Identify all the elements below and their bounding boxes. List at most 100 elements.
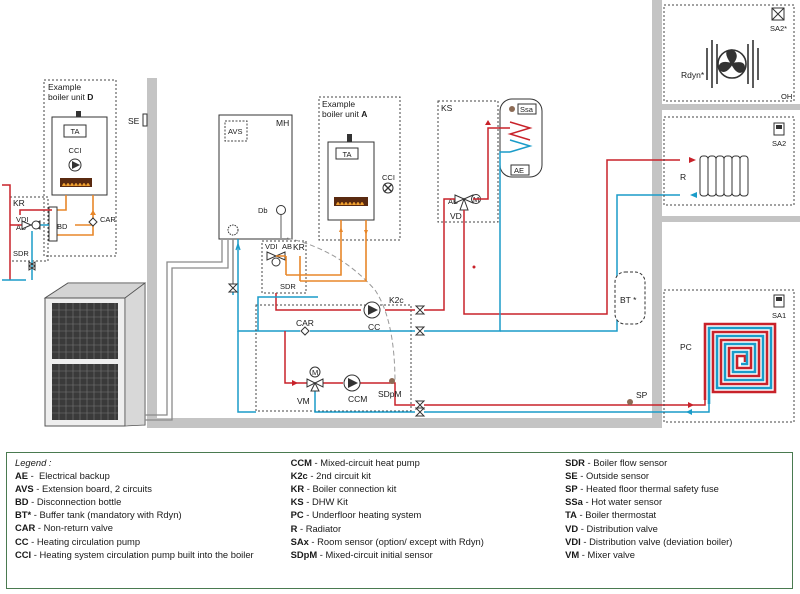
legend-code: SDpM (290, 548, 318, 560)
legend-code: CC (15, 535, 29, 547)
kr-center-label: KR (293, 242, 305, 252)
kr-left-pipes (2, 184, 52, 281)
ssa-label: Ssa (520, 105, 534, 114)
legend-separator: - (33, 483, 42, 495)
legend-separator: - (303, 496, 312, 508)
legend-code: CAR (15, 522, 36, 534)
ccm-label: CCM (348, 394, 367, 404)
vd-ab-label: AB (448, 197, 458, 206)
fan-grille-upper (52, 303, 118, 359)
legend-code: SSa (565, 496, 583, 508)
cc-label: CC (368, 322, 380, 332)
legend-entry: SAx - Room sensor (option/ except with R… (291, 535, 566, 548)
legend-description: Radiator (305, 522, 342, 534)
legend-separator: - (577, 470, 586, 482)
legend-entry: VDI - Distribution valve (deviation boil… (565, 535, 784, 548)
car-center: CAR (296, 318, 314, 336)
legend-entry: KS - DHW Kit (291, 495, 566, 508)
legend-code: AVS (15, 483, 34, 495)
outside-sensor: SE (128, 113, 148, 127)
legend-entry: CAR - Non-return valve (15, 521, 291, 534)
legend-code: PC (290, 509, 304, 521)
legend-description: Distribution valve (586, 522, 658, 534)
boiler-a-cci-label: CCI (382, 173, 395, 182)
legend-code: BD (15, 496, 29, 508)
mh-pipes (232, 239, 258, 332)
legend-entry: SSa - Hot water sensor (565, 495, 784, 508)
boiler-d-ta-label: TA (70, 127, 79, 136)
boiler-a-pipes (276, 220, 367, 282)
ks-box: KS AB M VD (437, 100, 499, 223)
db-label: Db (258, 206, 268, 215)
boiler-unit-a-box: Example boiler unit A TA CCI (318, 96, 401, 241)
legend-entry: TA - Boiler thermostat (565, 508, 784, 521)
pc-label: PC (680, 342, 692, 352)
boiler-a-title-line2: boiler unit A (322, 109, 367, 119)
legend-description: DHW Kit (311, 496, 348, 508)
legend-separator: - (582, 496, 592, 508)
legend-code: SAx (290, 535, 309, 547)
boiler-a-title-line1: Example (322, 99, 355, 109)
legend-description: Mixer valve (587, 548, 635, 560)
vm-motor-label: M (312, 368, 318, 377)
legend-separator: - (28, 470, 39, 482)
vdi-ab-label: AB (16, 223, 26, 232)
legend-separator: - (308, 535, 318, 547)
legend-description: Heating system circulation pump built in… (39, 548, 254, 560)
legend-separator: - (317, 548, 326, 560)
cc-pump: CC (363, 301, 381, 332)
room-sa2: SA2 R (663, 116, 795, 206)
legend-separator: - (576, 509, 586, 521)
legend-entry: AE - Electrical backup (15, 469, 291, 482)
legend-separator: - (297, 522, 306, 534)
vdi-center-label: VDI (265, 242, 278, 251)
legend-description: Boiler connection kit (312, 483, 397, 495)
room-oh: OH SA2* Rdyn* (663, 4, 795, 102)
ks-pipes (424, 127, 680, 413)
legend-entry: SP - Heated floor thermal safety fuse (565, 482, 784, 495)
vd-label: VD (450, 211, 462, 221)
disconnection-bottle (48, 206, 58, 242)
boiler-d-cci-label: CCI (69, 146, 82, 155)
fan-grille-lower (52, 364, 118, 420)
legend-code: SP (565, 483, 578, 495)
legend-entry: PC - Underfloor heating system (291, 508, 566, 521)
legend-code: SDR (565, 457, 585, 469)
legend-entry: R - Radiator (291, 522, 566, 535)
boiler-d-title-line1: Example (48, 82, 81, 92)
vm-mixer-valve: M VM (297, 366, 324, 406)
heat-pump-link-pipes (145, 240, 229, 421)
outdoor-heat-pump-unit (43, 282, 147, 427)
legend-description: Boiler flow sensor (593, 457, 668, 469)
legend-entry: CC - Heating circulation pump (15, 535, 291, 548)
mh-internal-pump-icon (227, 224, 239, 236)
legend-description: Distribution valve (deviation boiler) (589, 535, 733, 547)
legend-separator: - (311, 457, 321, 469)
legend-entry: CCM - Mixed-circuit heat pump (291, 456, 566, 469)
boiler-d-title-line2: boiler unit D (48, 92, 93, 102)
legend-description: Mixed-circuit initial sensor (325, 548, 433, 560)
rdyn-label: Rdyn* (681, 70, 705, 80)
avs-label: AVS (228, 127, 242, 136)
legend-description: Non-return valve (43, 522, 113, 534)
legend-entry: VM - Mixer valve (565, 548, 784, 561)
legend-description: Extension board, 2 circuits (41, 483, 152, 495)
radiator-icon (699, 155, 749, 197)
vdi-center-ab: AB (282, 242, 292, 251)
legend-description: Underfloor heating system (311, 509, 422, 521)
legend-entry: SDR - Boiler flow sensor (565, 456, 784, 469)
legend-code: BT* (15, 509, 32, 521)
sp-thermal-fuse: SP (627, 390, 648, 405)
legend-entry: VD - Distribution valve (565, 522, 784, 535)
legend-entry: BD - Disconnection bottle (15, 495, 291, 508)
legend-description: Disconnection bottle (36, 496, 122, 508)
legend-description: Electrical backup (38, 470, 110, 482)
r-label: R (680, 172, 686, 182)
legend-entry: SDpM - Mixed-circuit initial sensor (291, 548, 566, 561)
sa2-label: SA2 (772, 139, 786, 148)
legend-code: CCI (15, 548, 32, 560)
sdr-left-label: SDR (13, 249, 29, 258)
legend-description: Buffer tank (mandatory with Rdyn) (39, 509, 182, 521)
